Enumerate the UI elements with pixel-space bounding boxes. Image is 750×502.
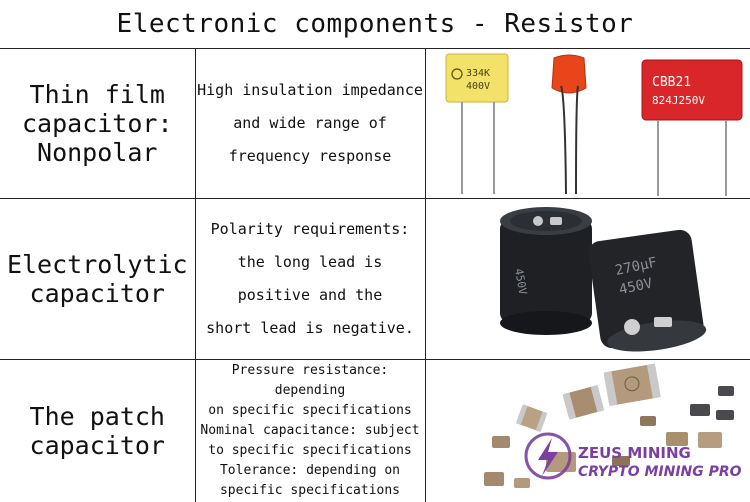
film-cap-label: CBB21	[652, 75, 691, 90]
desc-line: short lead is negative.	[196, 312, 425, 345]
component-name-patch: The patch capacitor	[0, 360, 195, 502]
name-line: capacitor	[0, 279, 195, 308]
desc-line: to specific specifications	[196, 441, 425, 461]
film-cap-label: 824J250V	[652, 94, 705, 107]
electrolytic-capacitors-photo: 450V 270µF 450V	[425, 199, 750, 360]
desc-line: the long lead is	[196, 246, 425, 279]
desc-line: and wide range of	[196, 107, 425, 140]
film-capacitors-photo: 334K 400V CBB21 824J250V	[425, 48, 750, 199]
desc-line: Pressure resistance: depending	[196, 361, 425, 401]
watermark-line2: CRYPTO MINING PRO	[578, 464, 742, 480]
film-cap-label: 400V	[466, 81, 490, 92]
desc-line: frequency response	[196, 140, 425, 173]
film-cap-label: 334K	[466, 68, 490, 79]
page-title: Electronic components - Resistor	[0, 0, 750, 49]
smd-capacitors-photo: ZEUS MINING CRYPTO MINING PRO	[425, 360, 750, 502]
name-line: Thin film	[0, 80, 195, 109]
desc-line: Nominal capacitance: subject	[196, 421, 425, 441]
name-line: capacitor:	[0, 109, 195, 138]
desc-line: Tolerance: depending on	[196, 461, 425, 481]
desc-line: specific specifications	[196, 481, 425, 501]
table-row-electrolytic: Electrolytic capacitor Polarity requirem…	[0, 199, 750, 360]
name-line: The patch	[0, 402, 195, 431]
component-desc-electrolytic: Polarity requirements: the long lead is …	[195, 199, 425, 360]
desc-line: Polarity requirements:	[196, 213, 425, 246]
smd-chip-large	[603, 364, 660, 407]
components-table: Thin film capacitor: Nonpolar High insul…	[0, 48, 750, 502]
watermark-line1: ZEUS MINING	[578, 444, 691, 462]
component-name-electrolytic: Electrolytic capacitor	[0, 199, 195, 360]
table-row-patch: The patch capacitor Pressure resistance:…	[0, 360, 750, 502]
component-desc-patch: Pressure resistance: depending on specif…	[195, 360, 425, 502]
desc-line: on specific specifications	[196, 401, 425, 421]
name-line: Electrolytic	[0, 250, 195, 279]
component-desc-film: High insulation impedance and wide range…	[195, 48, 425, 199]
name-line: capacitor	[0, 431, 195, 460]
desc-line: positive and the	[196, 279, 425, 312]
component-name-film: Thin film capacitor: Nonpolar	[0, 48, 195, 199]
table-row-film: Thin film capacitor: Nonpolar High insul…	[0, 48, 750, 199]
desc-line: High insulation impedance	[196, 74, 425, 107]
name-line: Nonpolar	[0, 138, 195, 167]
